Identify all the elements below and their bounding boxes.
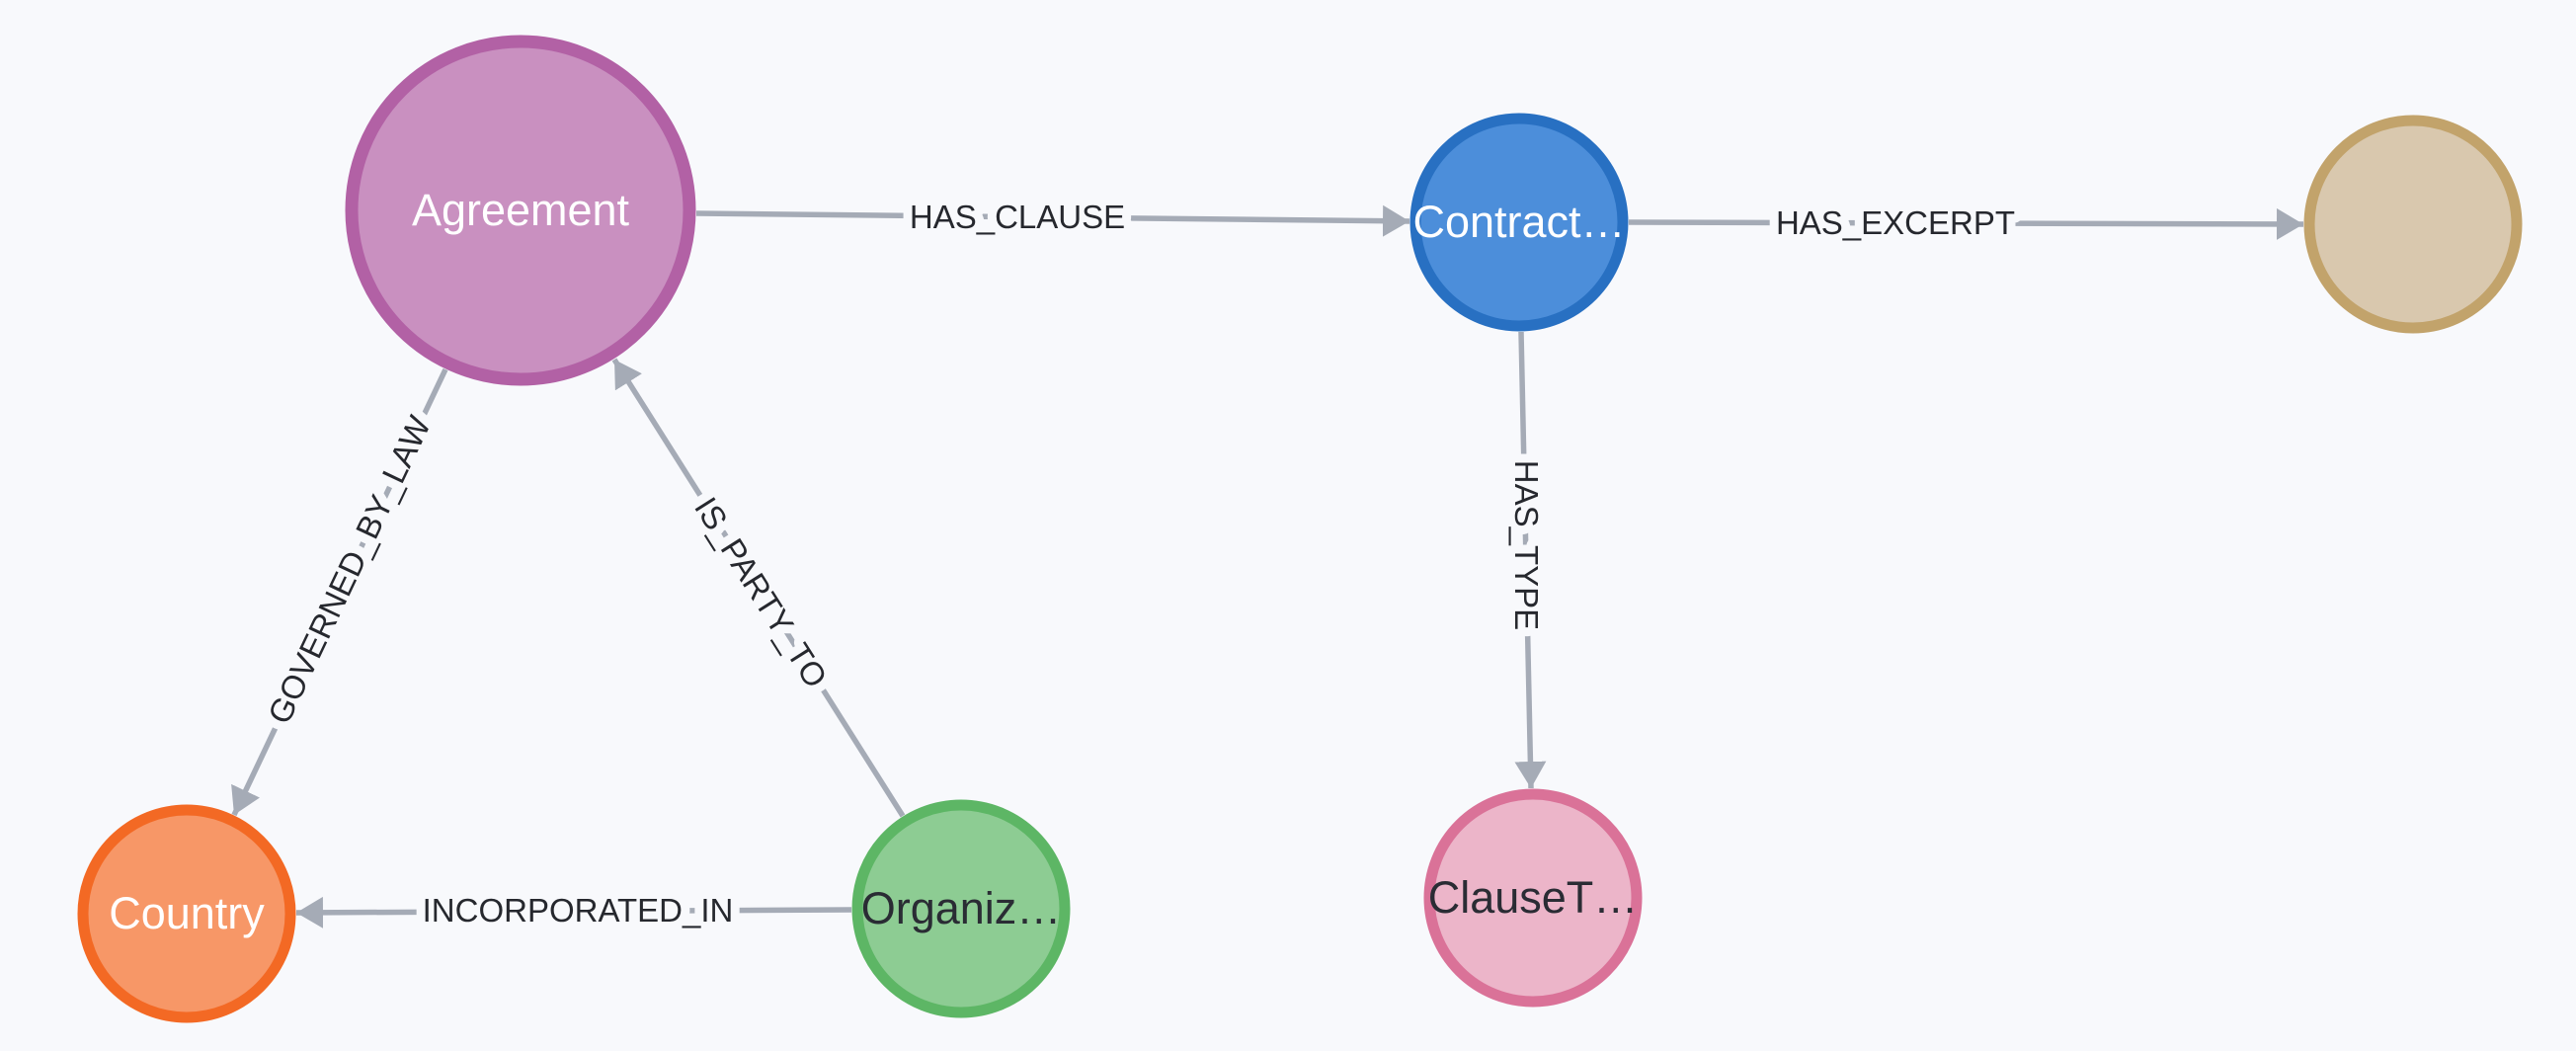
node-clause-type-circle[interactable] bbox=[1423, 788, 1643, 1008]
node-contract-clause: Contract… bbox=[1409, 113, 1629, 332]
relationship-has-excerpt: HAS_EXCERPT bbox=[1628, 196, 2304, 250]
relationship-is-party-to: IS_PARTY_TO bbox=[611, 358, 906, 818]
relationship-governed-by-law-line[interactable] bbox=[231, 367, 448, 817]
relationship-has-type: HAS_TYPE bbox=[1499, 331, 1554, 789]
relationship-governed-by-law: GOVERNED_BY_LAW bbox=[231, 367, 448, 817]
node-excerpt bbox=[2303, 115, 2523, 334]
relationship-has-type-line[interactable] bbox=[1514, 331, 1547, 789]
relationship-has-type-label[interactable]: HAS_TYPE bbox=[1499, 451, 1554, 639]
relationship-has-excerpt-label[interactable]: HAS_EXCERPT bbox=[1767, 196, 2024, 250]
node-agreement: Agreement bbox=[345, 35, 696, 386]
relationship-has-clause: HAS_CLAUSE bbox=[695, 190, 1410, 244]
node-country-circle[interactable] bbox=[77, 804, 296, 1023]
node-excerpt-circle[interactable] bbox=[2303, 115, 2523, 334]
relationship-governed-by-law-label[interactable]: GOVERNED_BY_LAW bbox=[252, 401, 447, 739]
node-agreement-circle[interactable] bbox=[345, 35, 696, 386]
node-organization-circle[interactable] bbox=[851, 799, 1071, 1018]
relationship-incorporated-in-label[interactable]: INCORPORATED_IN bbox=[414, 883, 743, 937]
node-country: Country bbox=[77, 804, 296, 1023]
node-organization: Organiz… bbox=[851, 799, 1071, 1018]
relationship-incorporated-in: INCORPORATED_IN bbox=[295, 883, 852, 937]
node-contract-clause-circle[interactable] bbox=[1409, 113, 1629, 332]
relationship-has-clause-line[interactable] bbox=[695, 204, 1410, 237]
node-clause-type: ClauseT… bbox=[1423, 788, 1643, 1008]
relationship-incorporated-in-line[interactable] bbox=[295, 896, 852, 929]
relationship-is-party-to-line[interactable] bbox=[611, 358, 906, 818]
relationship-has-clause-label[interactable]: HAS_CLAUSE bbox=[901, 190, 1134, 244]
relationship-has-excerpt-line[interactable] bbox=[1628, 207, 2304, 240]
relationship-is-party-to-label[interactable]: IS_PARTY_TO bbox=[679, 482, 844, 703]
